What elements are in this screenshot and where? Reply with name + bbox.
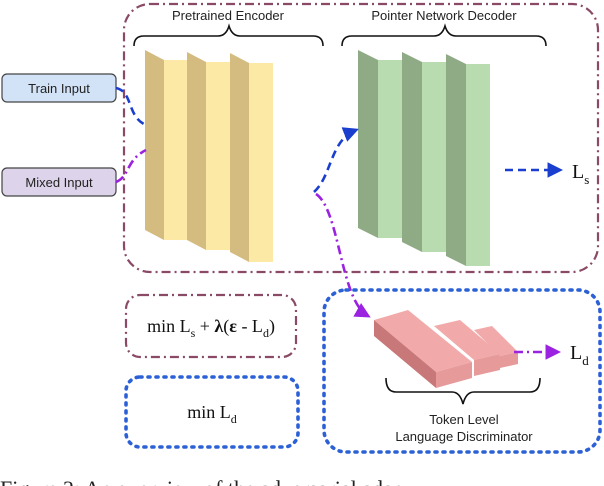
discriminator-block-2 <box>434 320 500 376</box>
discriminator-objective: min Ld <box>187 402 237 426</box>
model-border <box>122 2 600 274</box>
decoder-layer-1 <box>358 50 402 238</box>
discriminator-block-3 <box>474 326 518 368</box>
encoder-title: Pretrained Encoder <box>172 8 285 23</box>
discriminator-brace <box>385 377 541 405</box>
discriminator-objective-box <box>124 375 300 449</box>
encoder-to-discriminator-arrow <box>315 192 371 318</box>
decoder-layer-2 <box>402 52 446 252</box>
discriminator-label-line1: Token Level <box>429 412 498 427</box>
mixed-input-label: Mixed Input <box>25 175 93 190</box>
encoder-to-decoder-arrow <box>313 127 359 193</box>
encoder-layer-2 <box>187 52 230 250</box>
decoder-layer-3 <box>446 54 490 266</box>
train-input-label: Train Input <box>28 81 90 96</box>
train-input-box: Train Input <box>1 73 117 103</box>
figure-caption: Figure 2: An overview of the adversarial… <box>0 476 404 486</box>
ls-output: Ls <box>572 161 589 187</box>
train-input-arrow <box>115 86 149 128</box>
decoder-layers <box>358 50 490 266</box>
mixed-input-arrow <box>115 148 147 184</box>
mixed-input-box: Mixed Input <box>1 167 117 197</box>
decoder-brace <box>341 23 547 47</box>
discriminator-blocks <box>374 310 518 388</box>
decoder-title: Pointer Network Decoder <box>371 8 517 23</box>
ld-output: Ld <box>570 342 589 368</box>
encoder-layers <box>145 50 273 262</box>
discriminator-label-line2: Language Discriminator <box>395 429 533 444</box>
encoder-brace <box>133 23 324 47</box>
adversarial-objective: min Ls + λ(ε - Ld) <box>147 316 275 340</box>
adversarial-objective-box <box>124 293 298 359</box>
discriminator-border <box>322 288 602 454</box>
discriminator-block-1 <box>374 310 472 388</box>
encoder-layer-1 <box>145 50 187 240</box>
encoder-layer-3 <box>230 53 273 262</box>
